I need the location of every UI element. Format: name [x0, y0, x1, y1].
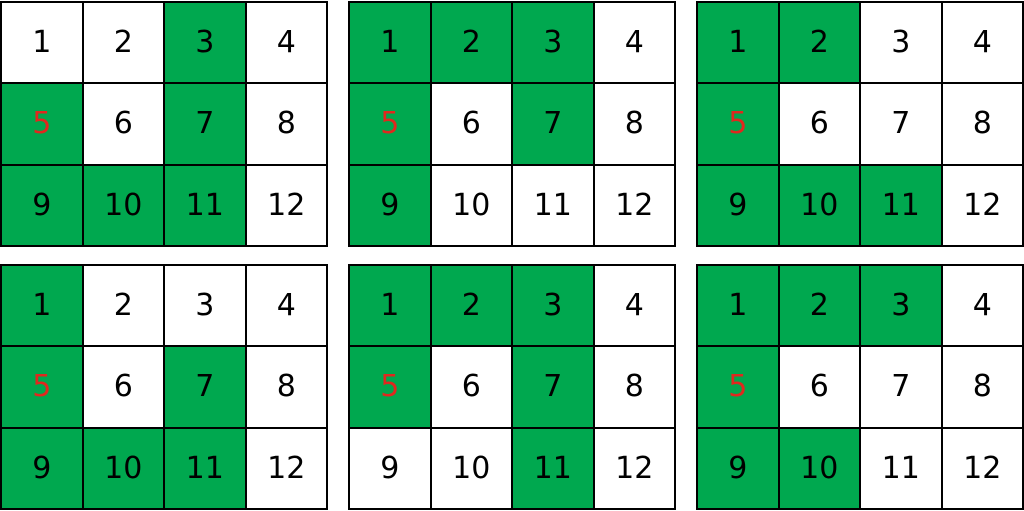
grid-cell: 7 [165, 347, 245, 427]
grid-cell: 10 [83, 428, 163, 508]
grid-cell: 1 [698, 3, 778, 83]
grid-cell: 10 [779, 428, 859, 508]
grid-cell: 3 [861, 266, 941, 346]
grid-cell: 11 [861, 428, 941, 508]
grid-cell: 5 [2, 347, 82, 427]
grid-cell: 11 [861, 165, 941, 245]
grid-cell: 12 [942, 428, 1022, 508]
grid-cell: 9 [2, 165, 82, 245]
grid-cell: 6 [83, 347, 163, 427]
grid-cell: 2 [83, 266, 163, 346]
grid-cell: 8 [594, 347, 674, 427]
grid-cell: 7 [165, 84, 245, 164]
grid-cell: 1 [2, 266, 82, 346]
grid-cell: 8 [594, 84, 674, 164]
grid-cell: 12 [594, 165, 674, 245]
grid-cell: 9 [698, 428, 778, 508]
grid-cell: 11 [513, 428, 593, 508]
grid-cell: 4 [246, 266, 326, 346]
grid-cell: 12 [942, 165, 1022, 245]
grid-cell: 6 [779, 347, 859, 427]
grid-cell: 4 [942, 266, 1022, 346]
grid-cell: 1 [698, 266, 778, 346]
grid-cell: 8 [942, 347, 1022, 427]
grid-cell: 12 [246, 165, 326, 245]
grid-cell: 7 [861, 347, 941, 427]
grid-cell: 10 [83, 165, 163, 245]
grid-cell: 5 [2, 84, 82, 164]
grid-cell: 5 [698, 84, 778, 164]
grid-cell: 2 [779, 266, 859, 346]
grid-cell: 2 [431, 266, 511, 346]
grid-cell: 5 [350, 347, 430, 427]
grid-cell: 5 [350, 84, 430, 164]
grid-cell: 2 [431, 3, 511, 83]
grid-cell: 1 [2, 3, 82, 83]
grid-cell: 2 [779, 3, 859, 83]
grid-cell: 4 [246, 3, 326, 83]
grid-cell: 6 [431, 84, 511, 164]
grid-cell: 4 [594, 3, 674, 83]
grid-cell: 7 [861, 84, 941, 164]
grid-cell: 11 [513, 165, 593, 245]
grid-cell: 10 [779, 165, 859, 245]
grid-cell: 8 [246, 347, 326, 427]
grid-cell: 9 [350, 428, 430, 508]
grid-cell: 6 [779, 84, 859, 164]
grid-cell: 9 [2, 428, 82, 508]
grid-cell: 6 [431, 347, 511, 427]
grid-cell: 7 [513, 347, 593, 427]
grid-cell: 8 [246, 84, 326, 164]
grid-cell: 11 [165, 165, 245, 245]
grid-cell: 3 [861, 3, 941, 83]
grid-cell: 3 [165, 3, 245, 83]
grid-cell: 3 [165, 266, 245, 346]
grid-cell: 11 [165, 428, 245, 508]
grid-cell: 10 [431, 428, 511, 508]
grid-cell: 4 [594, 266, 674, 346]
grid-cell: 7 [513, 84, 593, 164]
grid-cell: 1 [350, 266, 430, 346]
grid-cell: 4 [942, 3, 1022, 83]
grid-cell: 9 [350, 165, 430, 245]
grid-cell: 12 [246, 428, 326, 508]
grid-cell: 12 [594, 428, 674, 508]
grid-cell: 5 [698, 347, 778, 427]
grid-cell: 3 [513, 266, 593, 346]
grid-cell: 8 [942, 84, 1022, 164]
grid-cell: 10 [431, 165, 511, 245]
grid-cell: 3 [513, 3, 593, 83]
grid-cell: 2 [83, 3, 163, 83]
grid-cell: 6 [83, 84, 163, 164]
grid-cell: 1 [350, 3, 430, 83]
grid-cell: 9 [698, 165, 778, 245]
